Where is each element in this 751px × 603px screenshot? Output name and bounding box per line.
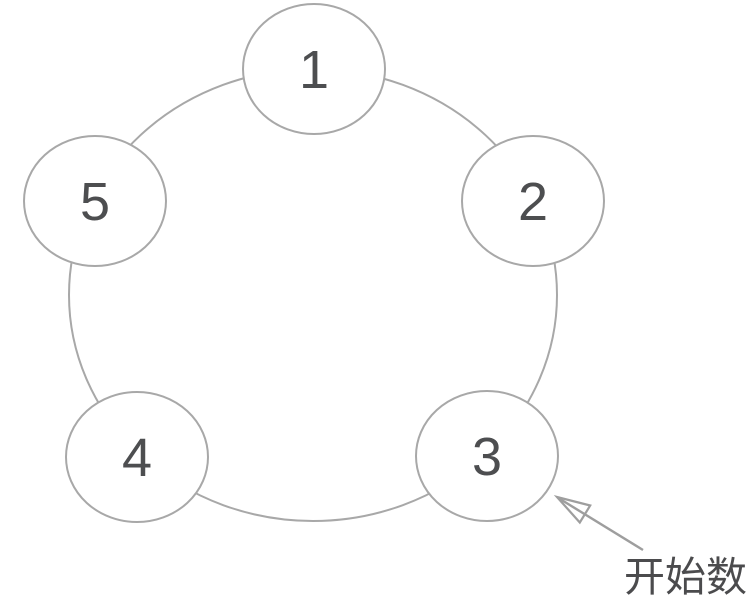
node-2-label: 2 — [518, 172, 548, 232]
node-2-circle — [461, 135, 605, 267]
node-3: 3 — [415, 390, 559, 522]
annotation-label: 开始数 — [624, 554, 747, 600]
node-1: 1 — [242, 3, 386, 135]
annotation-arrow — [553, 495, 644, 552]
node-4: 4 — [65, 391, 209, 523]
node-5: 5 — [23, 135, 167, 267]
annotation-arrowhead-icon — [553, 495, 592, 525]
node-4-circle — [65, 391, 209, 523]
node-5-label: 5 — [80, 172, 110, 232]
node-3-circle — [415, 390, 559, 522]
node-2: 2 — [461, 135, 605, 267]
node-3-label: 3 — [472, 427, 502, 487]
annotation-arrow-shaft — [559, 497, 644, 552]
node-4-label: 4 — [122, 428, 152, 488]
node-1-circle — [242, 3, 386, 135]
node-5-circle — [23, 135, 167, 267]
node-1-label: 1 — [299, 40, 329, 100]
